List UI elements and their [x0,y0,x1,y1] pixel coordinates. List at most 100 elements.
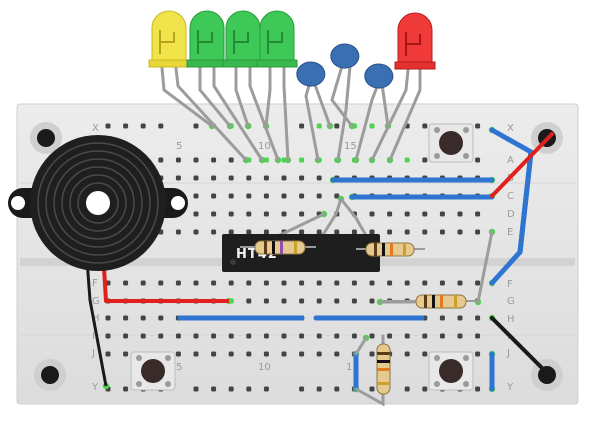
breadboard-hole [281,175,287,181]
breadboard-hole [457,333,463,339]
row-label: H [92,313,100,324]
breadboard-hole [439,280,445,286]
breadboard-hole [175,175,181,181]
breadboard-hole [422,333,428,339]
row-label: Y [91,382,99,393]
breadboard-hole [299,123,305,129]
column-number: 15 [344,141,357,152]
breadboard-hole [316,351,322,357]
breadboard-hole [387,211,393,217]
breadboard-hole [263,386,269,392]
breadboard-hole [263,333,269,339]
resistor [376,338,391,404]
breadboard-hole [299,280,305,286]
breadboard-hole [404,157,410,163]
breadboard-hole [334,280,340,286]
green-led [222,10,264,68]
column-numbers: 5 10 15 5 10 15 [176,141,359,373]
column-number: 10 [258,141,271,152]
row-label: H [507,314,515,325]
breadboard-hole [422,123,428,129]
breadboard-hole [246,175,252,181]
row-label: J [91,348,95,359]
push-button [130,351,176,391]
breadboard-hole [211,193,217,199]
breadboard-hole [422,157,428,163]
breadboard-hole [299,193,305,199]
breadboard-hole [193,157,199,163]
breadboard-hole [175,333,181,339]
breadboard-hole [228,351,234,357]
breadboard-hole [475,315,481,321]
resistor [240,240,316,255]
breadboard-hole [316,333,322,339]
breadboard-hole [422,211,428,217]
breadboard-hole [457,315,463,321]
breadboard-hole [211,175,217,181]
breadboard-hole [369,298,375,304]
red-wire [490,132,554,198]
breadboard-hole [211,157,217,163]
green-led [256,10,298,68]
breadboard-hole [439,333,445,339]
breadboard-hole [193,333,199,339]
row-label: F [507,279,513,290]
breadboard-hole [123,123,129,129]
breadboard-hole [404,333,410,339]
breadboard-hole [228,386,234,392]
black-wire [490,316,548,374]
breadboard-hole [175,229,181,235]
red-led [394,12,436,70]
breadboard-hole [105,315,111,321]
breadboard-hole [193,211,199,217]
column-number: 15 [346,362,359,373]
breadboard-hole [475,386,481,392]
breadboard-hole [475,280,481,286]
breadboard-hole [316,298,322,304]
breadboard-hole [263,157,269,163]
column-number: 5 [176,362,182,373]
breadboard-hole [299,229,305,235]
row-label: E [507,227,513,238]
breadboard-hole [211,280,217,286]
breadboard-hole [105,351,111,357]
breadboard-hole [316,386,322,392]
breadboard-hole [422,386,428,392]
breadboard-hole [211,386,217,392]
breadboard-hole [369,211,375,217]
breadboard-hole [351,229,357,235]
breadboard-hole [387,229,393,235]
breadboard-hole [299,386,305,392]
breadboard-hole [387,333,393,339]
row-label: Y [506,382,514,393]
breadboard-hole [211,211,217,217]
breadboard-hole [316,175,322,181]
row-label: F [92,278,98,289]
ceramic-capacitor [330,43,360,69]
breadboard-hole [351,333,357,339]
breadboard-hole [457,229,463,235]
breadboard-hole [457,280,463,286]
component-leads [160,64,422,162]
breadboard-hole [369,229,375,235]
breadboard-hole [439,315,445,321]
breadboard-hole [228,175,234,181]
breadboard-hole [281,298,287,304]
breadboard-hole [316,193,322,199]
row-label: X [507,123,514,134]
breadboard-hole [316,280,322,286]
breadboard-hole [246,211,252,217]
breadboard-hole [299,211,305,217]
breadboard-hole [281,193,287,199]
breadboard-hole [193,386,199,392]
breadboard-hole [475,229,481,235]
breadboard-hole [404,229,410,235]
breadboard-hole [369,123,375,129]
breadboard-hole [334,386,340,392]
blue-wires [177,127,534,392]
breadboard-hole [140,123,146,129]
breadboard-hole [457,211,463,217]
row-label: A [507,155,514,166]
breadboard-hole [263,298,269,304]
breadboard-hole [334,298,340,304]
